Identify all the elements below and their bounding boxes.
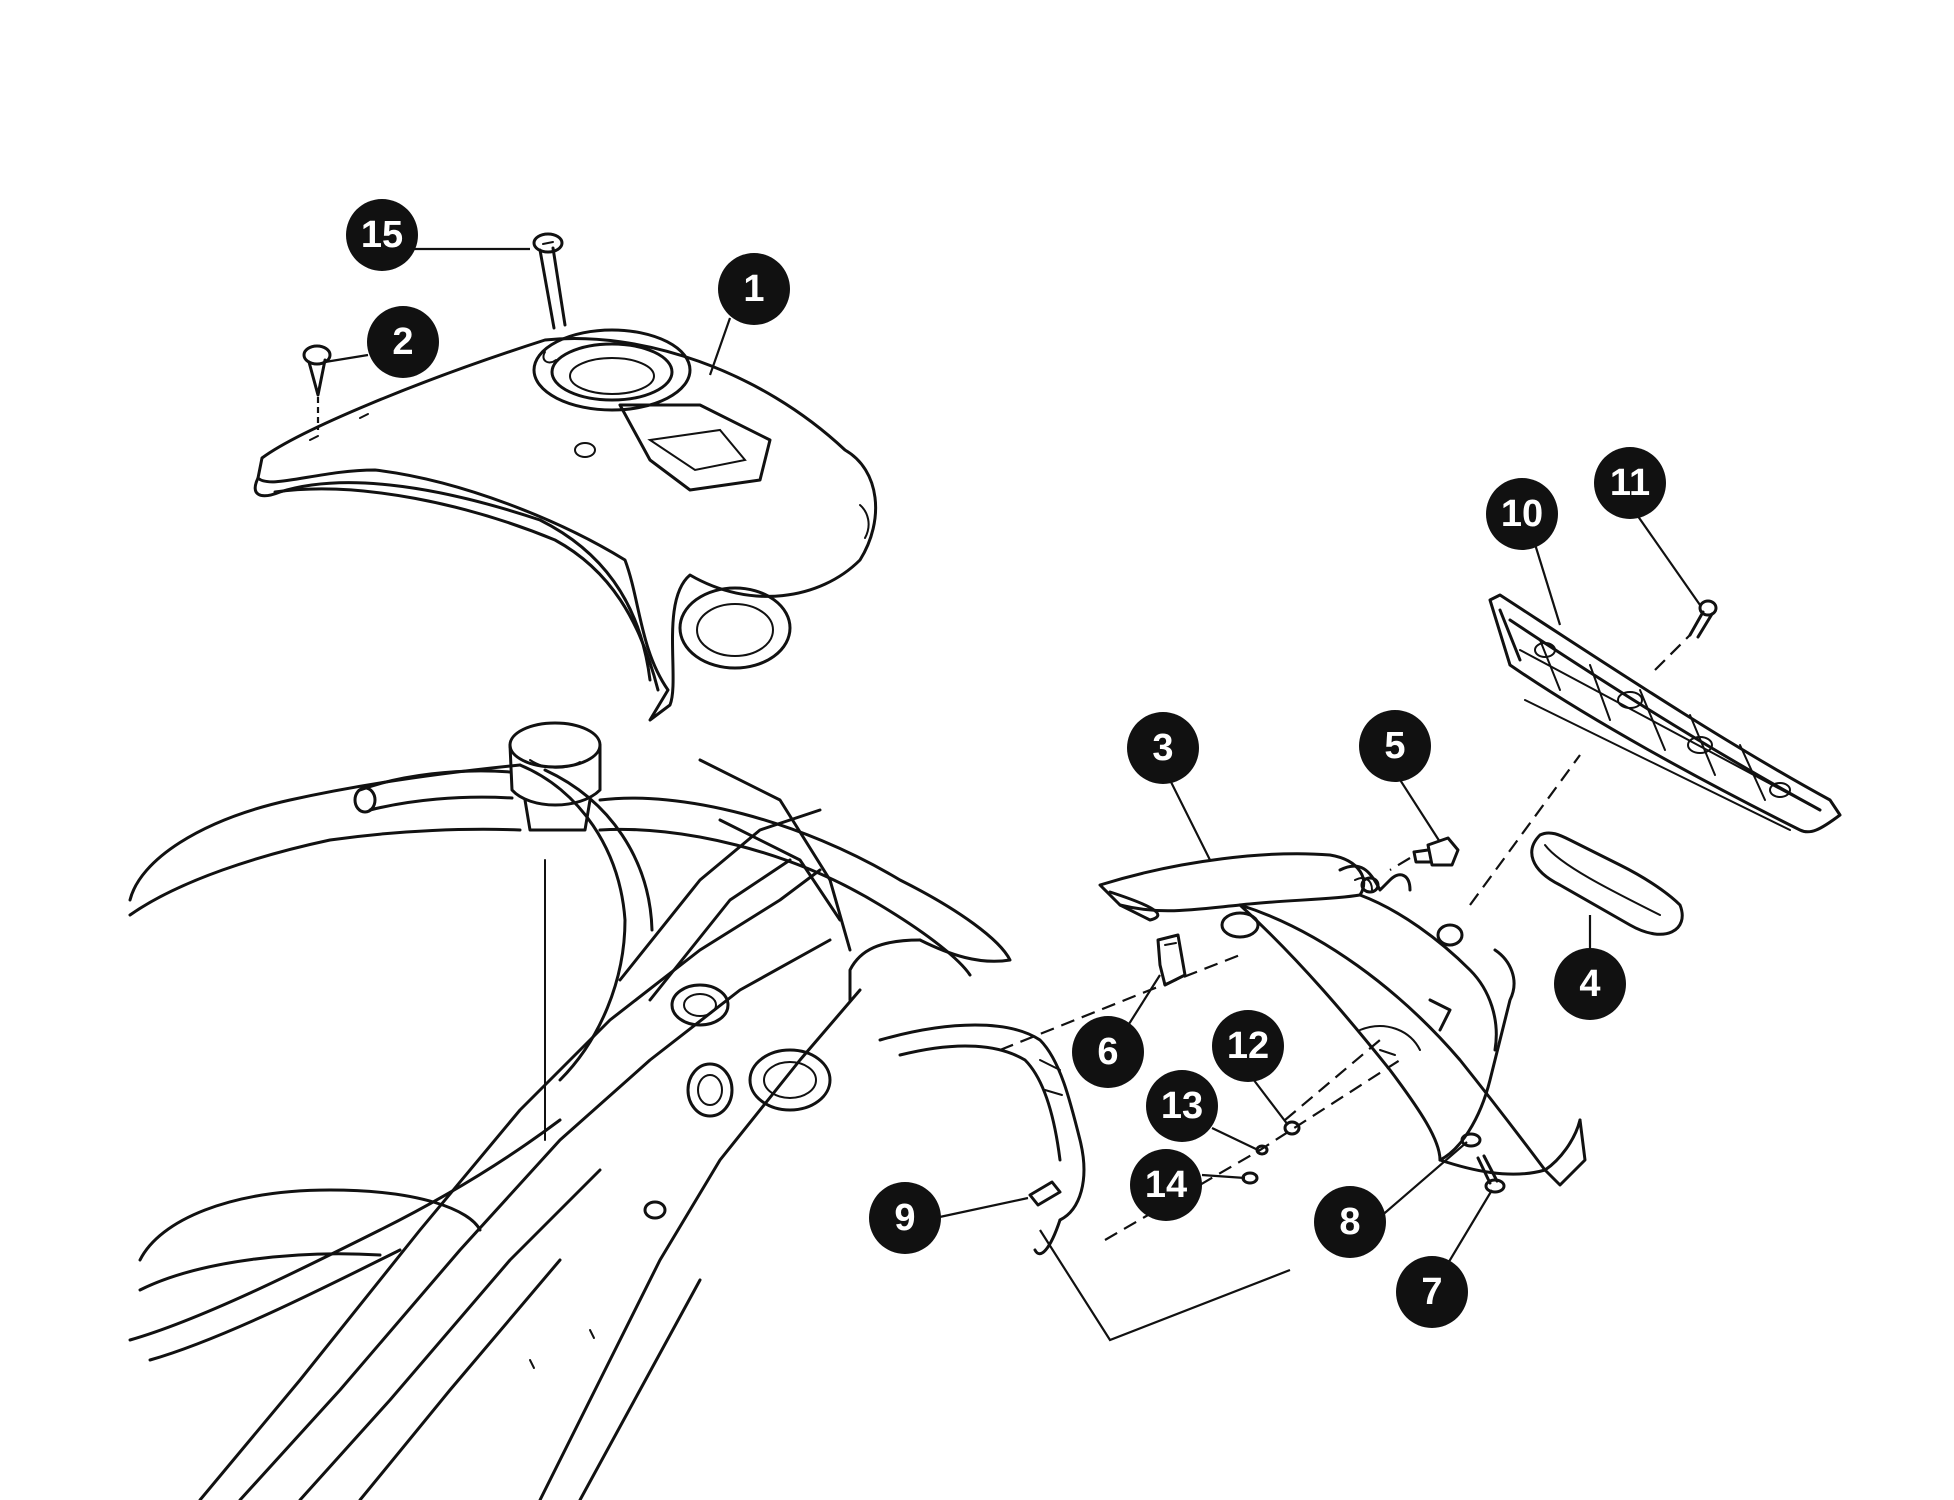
part-4-reflector <box>1530 831 1684 936</box>
callout-15: 15 <box>346 199 418 271</box>
callout-5: 5 <box>1359 710 1431 782</box>
callout-6: 6 <box>1072 1016 1144 1088</box>
part-15-long-screw <box>532 232 567 330</box>
part-9-tab <box>1028 1180 1062 1207</box>
part-7-screw <box>1476 1154 1506 1194</box>
callout-10: 10 <box>1486 478 1558 550</box>
callout-11: 11 <box>1594 447 1666 519</box>
callout-7-label: 7 <box>1421 1271 1442 1313</box>
callout-10-label: 10 <box>1501 493 1543 535</box>
part-10-plate-bracket <box>1488 593 1842 834</box>
part-5-bolt <box>1412 836 1460 867</box>
part-1-upper-cover <box>253 328 878 722</box>
part-11-screw <box>1688 599 1718 639</box>
callout-4: 4 <box>1554 948 1626 1020</box>
callout-1: 1 <box>718 253 790 325</box>
callout-8-label: 8 <box>1339 1201 1360 1243</box>
callout-4-label: 4 <box>1579 963 1600 1005</box>
callout-11-label: 11 <box>1610 462 1650 504</box>
callout-2-label: 2 <box>392 321 413 363</box>
callout-5-label: 5 <box>1384 725 1405 767</box>
callout-1-label: 1 <box>743 268 764 310</box>
callout-3-label: 3 <box>1152 727 1173 769</box>
callout-13-label: 13 <box>1161 1085 1203 1127</box>
callout-9-label: 9 <box>894 1197 915 1239</box>
callout-12-label: 12 <box>1227 1025 1269 1067</box>
part-3-rear-fender <box>1098 852 1587 1187</box>
callout-14-label: 14 <box>1145 1164 1187 1206</box>
callout-9: 9 <box>869 1182 941 1254</box>
callout-6-label: 6 <box>1097 1031 1118 1073</box>
callout-13: 13 <box>1146 1070 1218 1142</box>
callout-3: 3 <box>1127 712 1199 784</box>
callout-leaders <box>324 247 1701 1291</box>
callout-7: 7 <box>1396 1256 1468 1328</box>
part-6-clip <box>1156 933 1187 987</box>
part-2-short-screw <box>302 344 332 430</box>
part-8-washer <box>1460 1132 1482 1148</box>
body-frame <box>128 721 1086 1500</box>
callout-12: 12 <box>1212 1010 1284 1082</box>
part-12-nut <box>1283 1120 1301 1136</box>
callout-14: 14 <box>1130 1149 1202 1221</box>
callout-15-label: 15 <box>361 214 403 256</box>
callout-8: 8 <box>1314 1186 1386 1258</box>
callout-2: 2 <box>367 306 439 378</box>
part-14-bushing <box>1241 1171 1259 1185</box>
